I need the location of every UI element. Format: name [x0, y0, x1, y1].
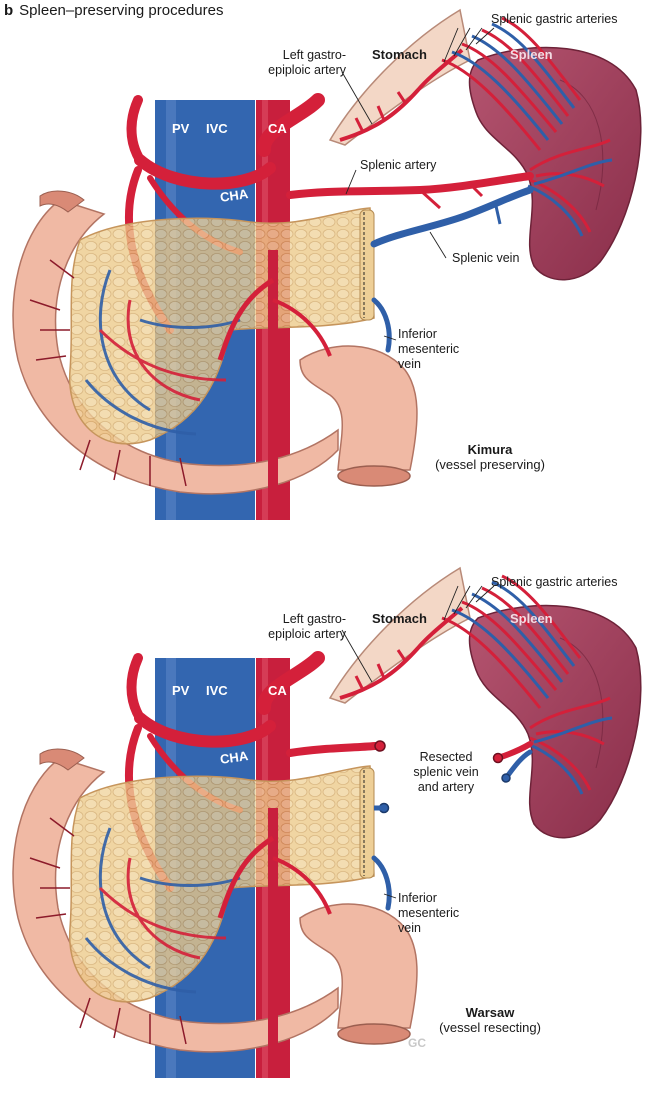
label-line-1: Inferior	[398, 891, 437, 905]
label-left-gastroepiploic-artery: Left gastro- epiploic artery	[250, 612, 346, 642]
label-stomach: Stomach	[372, 47, 427, 62]
label-spleen: Spleen	[510, 611, 553, 626]
label-spleen: Spleen	[510, 47, 553, 62]
method-name: Kimura	[467, 442, 513, 457]
label-line-2: splenic vein	[413, 765, 479, 779]
label-ivc: IVC	[206, 121, 228, 136]
label-splenic-gastric-arteries: Splenic gastric arteries	[491, 575, 618, 589]
label-ivc: IVC	[206, 683, 228, 698]
figure-header: b Spleen–preserving procedures	[4, 2, 223, 19]
label-resected-splenic-vein-artery: Resected splenic vein and artery	[396, 750, 496, 795]
label-pv: PV	[172, 683, 190, 698]
label-inferior-mesenteric-vein: Inferior mesenteric vein	[398, 327, 459, 372]
label-splenic-vein: Splenic vein	[452, 251, 520, 265]
label-ca: CA	[268, 683, 287, 698]
label-splenic-gastric-arteries: Splenic gastric arteries	[491, 12, 618, 26]
label-line-2: epiploic artery	[268, 627, 346, 641]
figure-title: Spleen–preserving procedures	[19, 2, 224, 19]
label-line-3: vein	[398, 357, 421, 371]
label-line-2: mesenteric	[398, 906, 460, 920]
label-line-3: vein	[398, 921, 421, 935]
label-line-1: Inferior	[398, 327, 437, 341]
label-line-1: Left gastro-	[282, 612, 346, 626]
method-description: (vessel resecting)	[439, 1020, 541, 1035]
method-kimura: Kimura (vessel preserving)	[420, 442, 560, 472]
label-line-2: epiploic artery	[268, 63, 346, 77]
top-panel-illustration	[13, 10, 641, 520]
label-pv: PV	[172, 121, 190, 136]
label-inferior-mesenteric-vein: Inferior mesenteric vein	[398, 891, 459, 936]
label-line-1: Left gastro-	[282, 48, 346, 62]
label-ao: Ao	[300, 712, 318, 727]
label-left-gastroepiploic-artery: Left gastro- epiploic artery	[250, 48, 346, 78]
bottom-panel-illustration	[13, 568, 641, 1078]
method-description: (vessel preserving)	[435, 457, 545, 472]
label-line-2: mesenteric	[398, 342, 460, 356]
label-line-1: Resected	[419, 750, 473, 764]
label-splenic-artery: Splenic artery	[360, 158, 437, 172]
panel-letter: b	[4, 2, 14, 19]
label-ao: Ao	[300, 150, 318, 165]
method-name: Warsaw	[465, 1005, 515, 1020]
label-ca: CA	[268, 121, 287, 136]
label-stomach: Stomach	[372, 611, 427, 626]
label-line-3: and artery	[417, 780, 475, 794]
method-warsaw: Warsaw (vessel resecting)	[420, 1005, 560, 1035]
artist-signature: GC	[408, 1036, 426, 1050]
